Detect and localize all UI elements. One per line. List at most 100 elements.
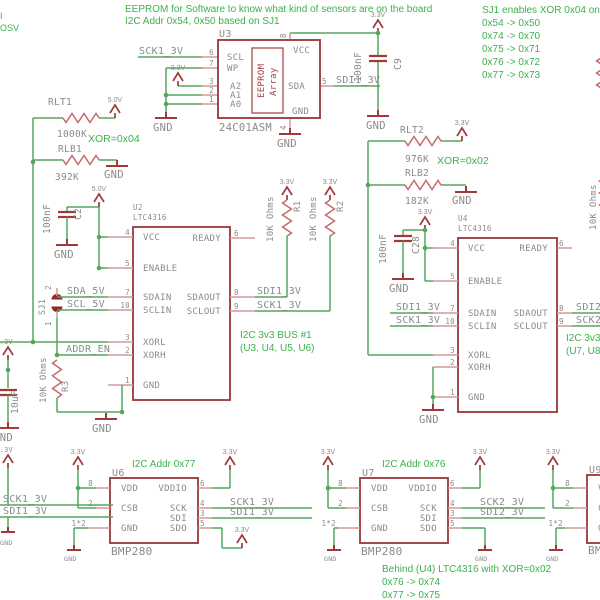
note-sj1-map4: 0x76 -> 0x72 bbox=[482, 57, 541, 68]
supply-arrow-icon bbox=[72, 455, 84, 470]
schematic-text: GND bbox=[366, 120, 386, 132]
schematic-text: GND bbox=[0, 539, 13, 547]
schematic-text: 10 bbox=[120, 301, 130, 310]
label-rail-33v-2: 3.3V bbox=[0, 446, 13, 454]
value-u2: LTC4316 bbox=[133, 213, 167, 222]
schematic-text: GND bbox=[292, 107, 309, 117]
ground-icon bbox=[455, 186, 477, 193]
schematic-text: XORL bbox=[468, 351, 491, 361]
schematic-text: 1 bbox=[209, 95, 214, 104]
junction-dot bbox=[5, 367, 11, 373]
supply-label: 3.3V bbox=[418, 209, 433, 216]
schematic-text: VCC bbox=[143, 233, 160, 243]
refdes-u4: U4 bbox=[458, 214, 468, 223]
clipped-text-2: OSV bbox=[0, 23, 19, 33]
schematic-text: GND bbox=[452, 195, 472, 207]
schematic-text: ENABLE bbox=[468, 277, 502, 287]
net-sck1-3v-u6: SCK1_3V bbox=[230, 497, 274, 508]
schematic-text: GND bbox=[546, 555, 559, 563]
note-bus1-line2: (U3, U4, U5, U6) bbox=[240, 343, 314, 354]
resistor-rlt2[interactable] bbox=[404, 135, 442, 147]
net-sdi1-3v-left: SDI1_3V bbox=[3, 506, 47, 517]
note-bus2-line2: (U7, U8 bbox=[566, 346, 600, 357]
junction-dot bbox=[163, 92, 169, 98]
schematic-text: GND bbox=[104, 169, 124, 181]
ic-u3-24c01asm[interactable] bbox=[217, 39, 321, 119]
resistor-rlb2[interactable] bbox=[404, 179, 442, 191]
schematic-text: 8 bbox=[559, 304, 564, 313]
schematic-text: SCK bbox=[420, 504, 437, 514]
net-sdi1-3v-bus: SDI1_3V bbox=[257, 286, 301, 297]
schematic-text: 4 bbox=[450, 239, 455, 248]
ic-u6-bmp280[interactable] bbox=[109, 477, 199, 544]
resistor-clipped-top-right[interactable] bbox=[595, 57, 600, 94]
schematic-text: A1 bbox=[230, 91, 241, 101]
schematic-text: 3 bbox=[200, 509, 205, 518]
supply-label: 5.0V bbox=[92, 186, 107, 193]
ic-u7-bmp280[interactable] bbox=[359, 477, 449, 544]
refdes-c28: C28 bbox=[411, 236, 422, 254]
net-sdi1-3v-u6: SDI1_3V bbox=[230, 507, 274, 518]
resistor-rlb1[interactable] bbox=[62, 154, 100, 166]
capacitor-c28[interactable] bbox=[394, 234, 412, 243]
schematic-text: 9 bbox=[234, 302, 239, 311]
note-sj1-map1: 0x54 -> 0x50 bbox=[482, 18, 541, 29]
ic-u2-ltc4316[interactable] bbox=[132, 226, 231, 401]
value-rlt2: 976K bbox=[405, 154, 429, 165]
schematic-text: 8 bbox=[279, 33, 288, 38]
schematic-text: 5 bbox=[450, 272, 455, 281]
value-c2: 100nF bbox=[42, 204, 53, 234]
supply-arrow-icon bbox=[322, 455, 334, 470]
resistor-r2[interactable] bbox=[324, 199, 336, 237]
supply-label: 3.3V bbox=[546, 449, 561, 456]
supply-arrow-icon bbox=[281, 185, 293, 200]
schematic-text: SCLOUT bbox=[187, 307, 222, 317]
refdes-u2: U2 bbox=[133, 203, 143, 212]
schematic-text: 2 bbox=[338, 499, 343, 508]
resistor-r3[interactable] bbox=[51, 359, 63, 399]
value-r3: 10K Ohms bbox=[39, 357, 49, 403]
refdes-sj1: SJ1 bbox=[38, 299, 48, 315]
schematic-text: 6 bbox=[559, 239, 564, 248]
net-sck1-3v-bus: SCK1_3V bbox=[257, 300, 301, 311]
schematic-text: 2 bbox=[44, 285, 53, 290]
schematic-text: Array bbox=[269, 67, 279, 96]
supply-arrow-icon bbox=[172, 71, 184, 86]
schematic-text: SDI bbox=[420, 514, 437, 524]
resistor-r1[interactable] bbox=[281, 199, 293, 237]
schematic-text: SDAIN bbox=[143, 293, 172, 303]
ground-icon bbox=[327, 545, 341, 551]
schematic-text: 4 bbox=[125, 228, 130, 237]
supply-arrow-icon bbox=[2, 453, 14, 468]
ic-u3-eeprom-array[interactable] bbox=[251, 47, 284, 114]
ic-u4-ltc4316[interactable] bbox=[457, 237, 558, 413]
schematic-text: 1 bbox=[450, 388, 455, 397]
supply-label: 3.3V bbox=[71, 449, 86, 456]
ic-u9-bmp280[interactable] bbox=[586, 474, 600, 544]
schematic-text: 2 bbox=[209, 86, 214, 95]
schematic-text: GND bbox=[371, 524, 388, 534]
note-behind-map2: 0x77 -> 0x75 bbox=[382, 590, 441, 600]
refdes-u3: U3 bbox=[219, 29, 232, 40]
note-addr-u7: I2C Addr 0x76 bbox=[382, 459, 446, 470]
capacitor-c9[interactable] bbox=[369, 54, 387, 63]
value-c9: 100nF bbox=[353, 52, 364, 82]
schematic-text: 1 bbox=[125, 376, 130, 385]
schematic-text: 6 bbox=[200, 479, 205, 488]
value-u4: LTC4316 bbox=[458, 224, 492, 233]
schematic-text: A0 bbox=[230, 100, 241, 110]
supply-arrow-icon bbox=[456, 126, 468, 141]
label-rail-33v-1: 3.3V bbox=[0, 338, 13, 346]
schematic-text: 3 bbox=[450, 509, 455, 518]
schematic-text: GND bbox=[324, 555, 337, 563]
schematic-text: 7 bbox=[209, 59, 214, 68]
schematic-text: 2 bbox=[565, 499, 570, 508]
value-u6: BMP280 bbox=[111, 545, 153, 558]
value-u3: 24C01ASM bbox=[219, 122, 272, 134]
supply-arrow-icon bbox=[324, 185, 336, 200]
refdes-u7: U7 bbox=[362, 468, 375, 479]
note-sj1-map2: 0x74 -> 0x70 bbox=[482, 31, 541, 42]
resistor-rlt1[interactable] bbox=[62, 112, 100, 124]
